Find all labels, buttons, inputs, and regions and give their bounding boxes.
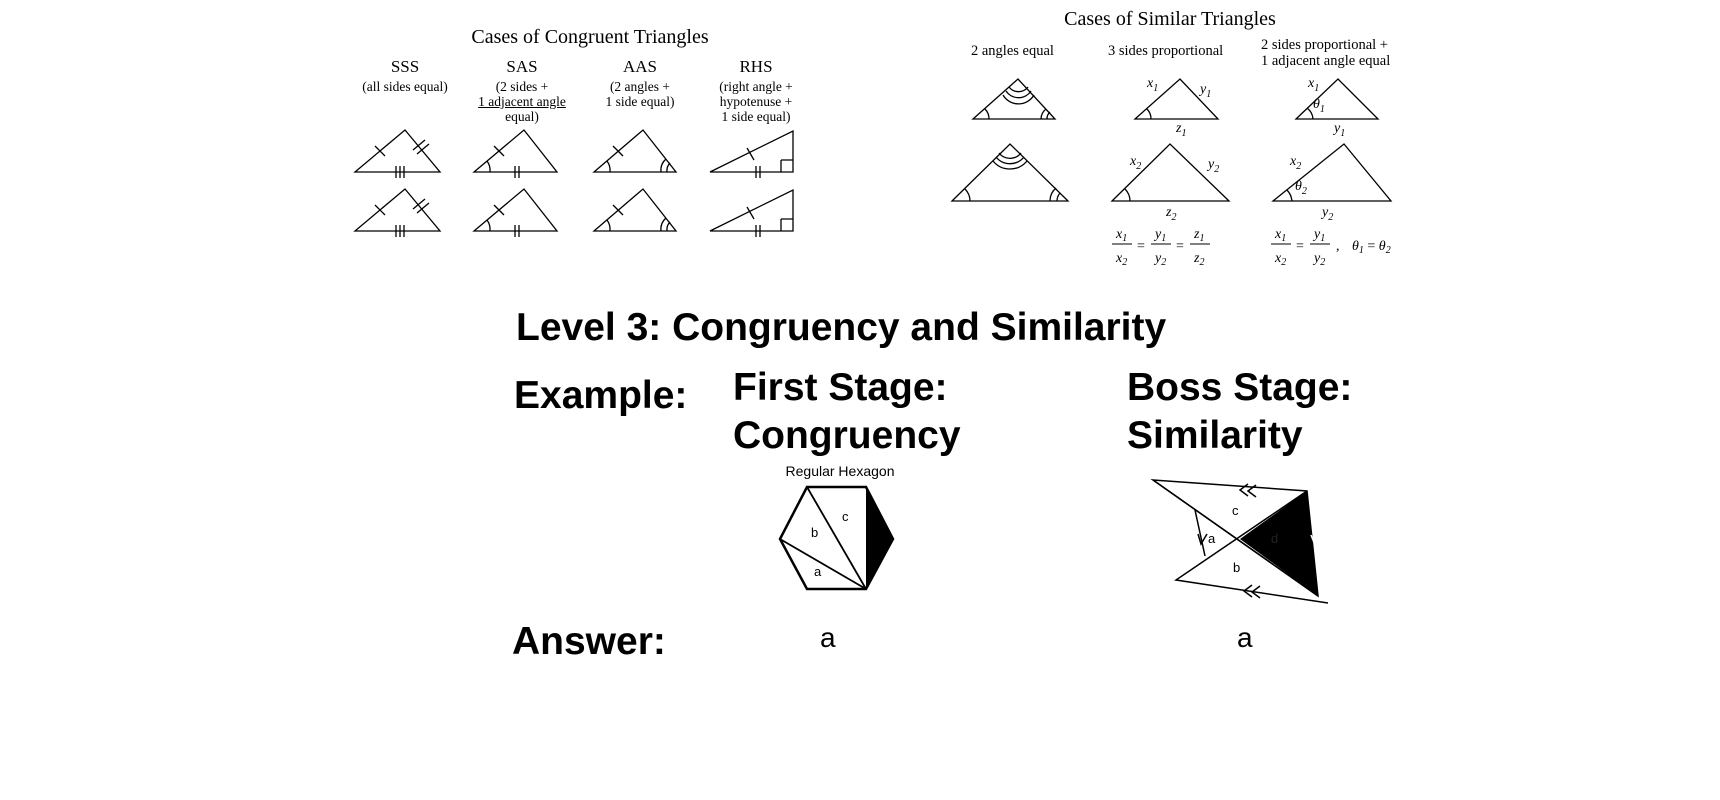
sss-sim-triangle-large (1110, 143, 1231, 202)
label-theta1: θ1 (1313, 97, 1325, 115)
bowtie-shaded-triangle (1240, 491, 1318, 596)
aas-triangle-top (592, 129, 678, 173)
case-desc-rhs: (right angle + hypotenuse + 1 side equal… (719, 79, 793, 124)
case-name-sas: SAS (506, 57, 538, 76)
hexagon-label-c: c (842, 509, 849, 524)
svg-text:=: = (1296, 239, 1304, 254)
sss-triangle-bottom (353, 188, 442, 237)
case-name-rhs: RHS (739, 57, 773, 76)
sss-sim-triangle-small (1133, 78, 1220, 120)
similar-header-aa: 2 angles equal (971, 43, 1054, 59)
svg-text:z1: z1 (1193, 227, 1204, 244)
bowtie-label-d: d (1271, 531, 1278, 546)
similar-header-sas-line1: 2 sides proportional + (1261, 37, 1388, 53)
svg-text:z2: z2 (1193, 251, 1204, 268)
example-label: Example: (514, 374, 688, 417)
boss-stage-title: Boss Stage: Similarity (1127, 366, 1353, 457)
answer-label: Answer: (512, 620, 666, 663)
svg-text:,: , (1336, 239, 1340, 254)
hexagon-label-b: b (811, 525, 818, 540)
sss-triangle-top (353, 129, 442, 178)
rhs-triangle-bottom (709, 188, 794, 237)
hexagon-label-a: a (814, 564, 822, 579)
hexagon-caption: Regular Hexagon (785, 463, 895, 479)
similar-header-sss: 3 sides proportional (1108, 43, 1224, 59)
case-name-sss: SSS (390, 57, 420, 76)
case-desc-aas: (2 angles + 1 side equal) (605, 79, 675, 109)
aa-triangle-small (971, 78, 1057, 120)
label-theta2: θ2 (1295, 179, 1307, 197)
answer-first-stage: a (820, 622, 836, 653)
sas-sim-triangle-large (1271, 143, 1393, 202)
case-desc-sas: (2 sides + 1 adjacent angle equal) (478, 79, 566, 124)
svg-text:=: = (1137, 239, 1145, 254)
hexagon-figure (778, 485, 895, 591)
rhs-triangle-top (709, 129, 794, 178)
aas-triangle-bottom (592, 188, 678, 232)
level-title: Level 3: Congruency and Similarity (516, 306, 1167, 349)
case-desc-sss: (all sides equal) (362, 79, 448, 94)
case-name-aas: AAS (622, 57, 657, 76)
bowtie-figure (1150, 479, 1329, 604)
bowtie-label-c: c (1232, 503, 1239, 518)
bowtie-label-a: a (1208, 531, 1216, 546)
answer-boss-stage: a (1237, 622, 1253, 653)
aa-triangle-large (950, 143, 1070, 202)
hexagon-shaded-region (866, 487, 893, 589)
similar-cases-title: Cases of Similar Triangles (1064, 8, 1276, 30)
sas-sim-triangle-small (1294, 78, 1380, 120)
svg-text:=: = (1176, 239, 1184, 254)
congruent-cases-title: Cases of Congruent Triangles (471, 26, 709, 48)
sas-triangle-top (472, 129, 559, 178)
sas-triangle-bottom (472, 188, 559, 237)
first-stage-title: First Stage: Congruency (733, 366, 961, 457)
label-z1-sss: z1 (1175, 121, 1186, 139)
label-z2-sss: z2 (1165, 205, 1176, 223)
similar-header-sas-line2: 1 adjacent angle equal (1261, 53, 1391, 69)
bowtie-label-b: b (1233, 560, 1240, 575)
